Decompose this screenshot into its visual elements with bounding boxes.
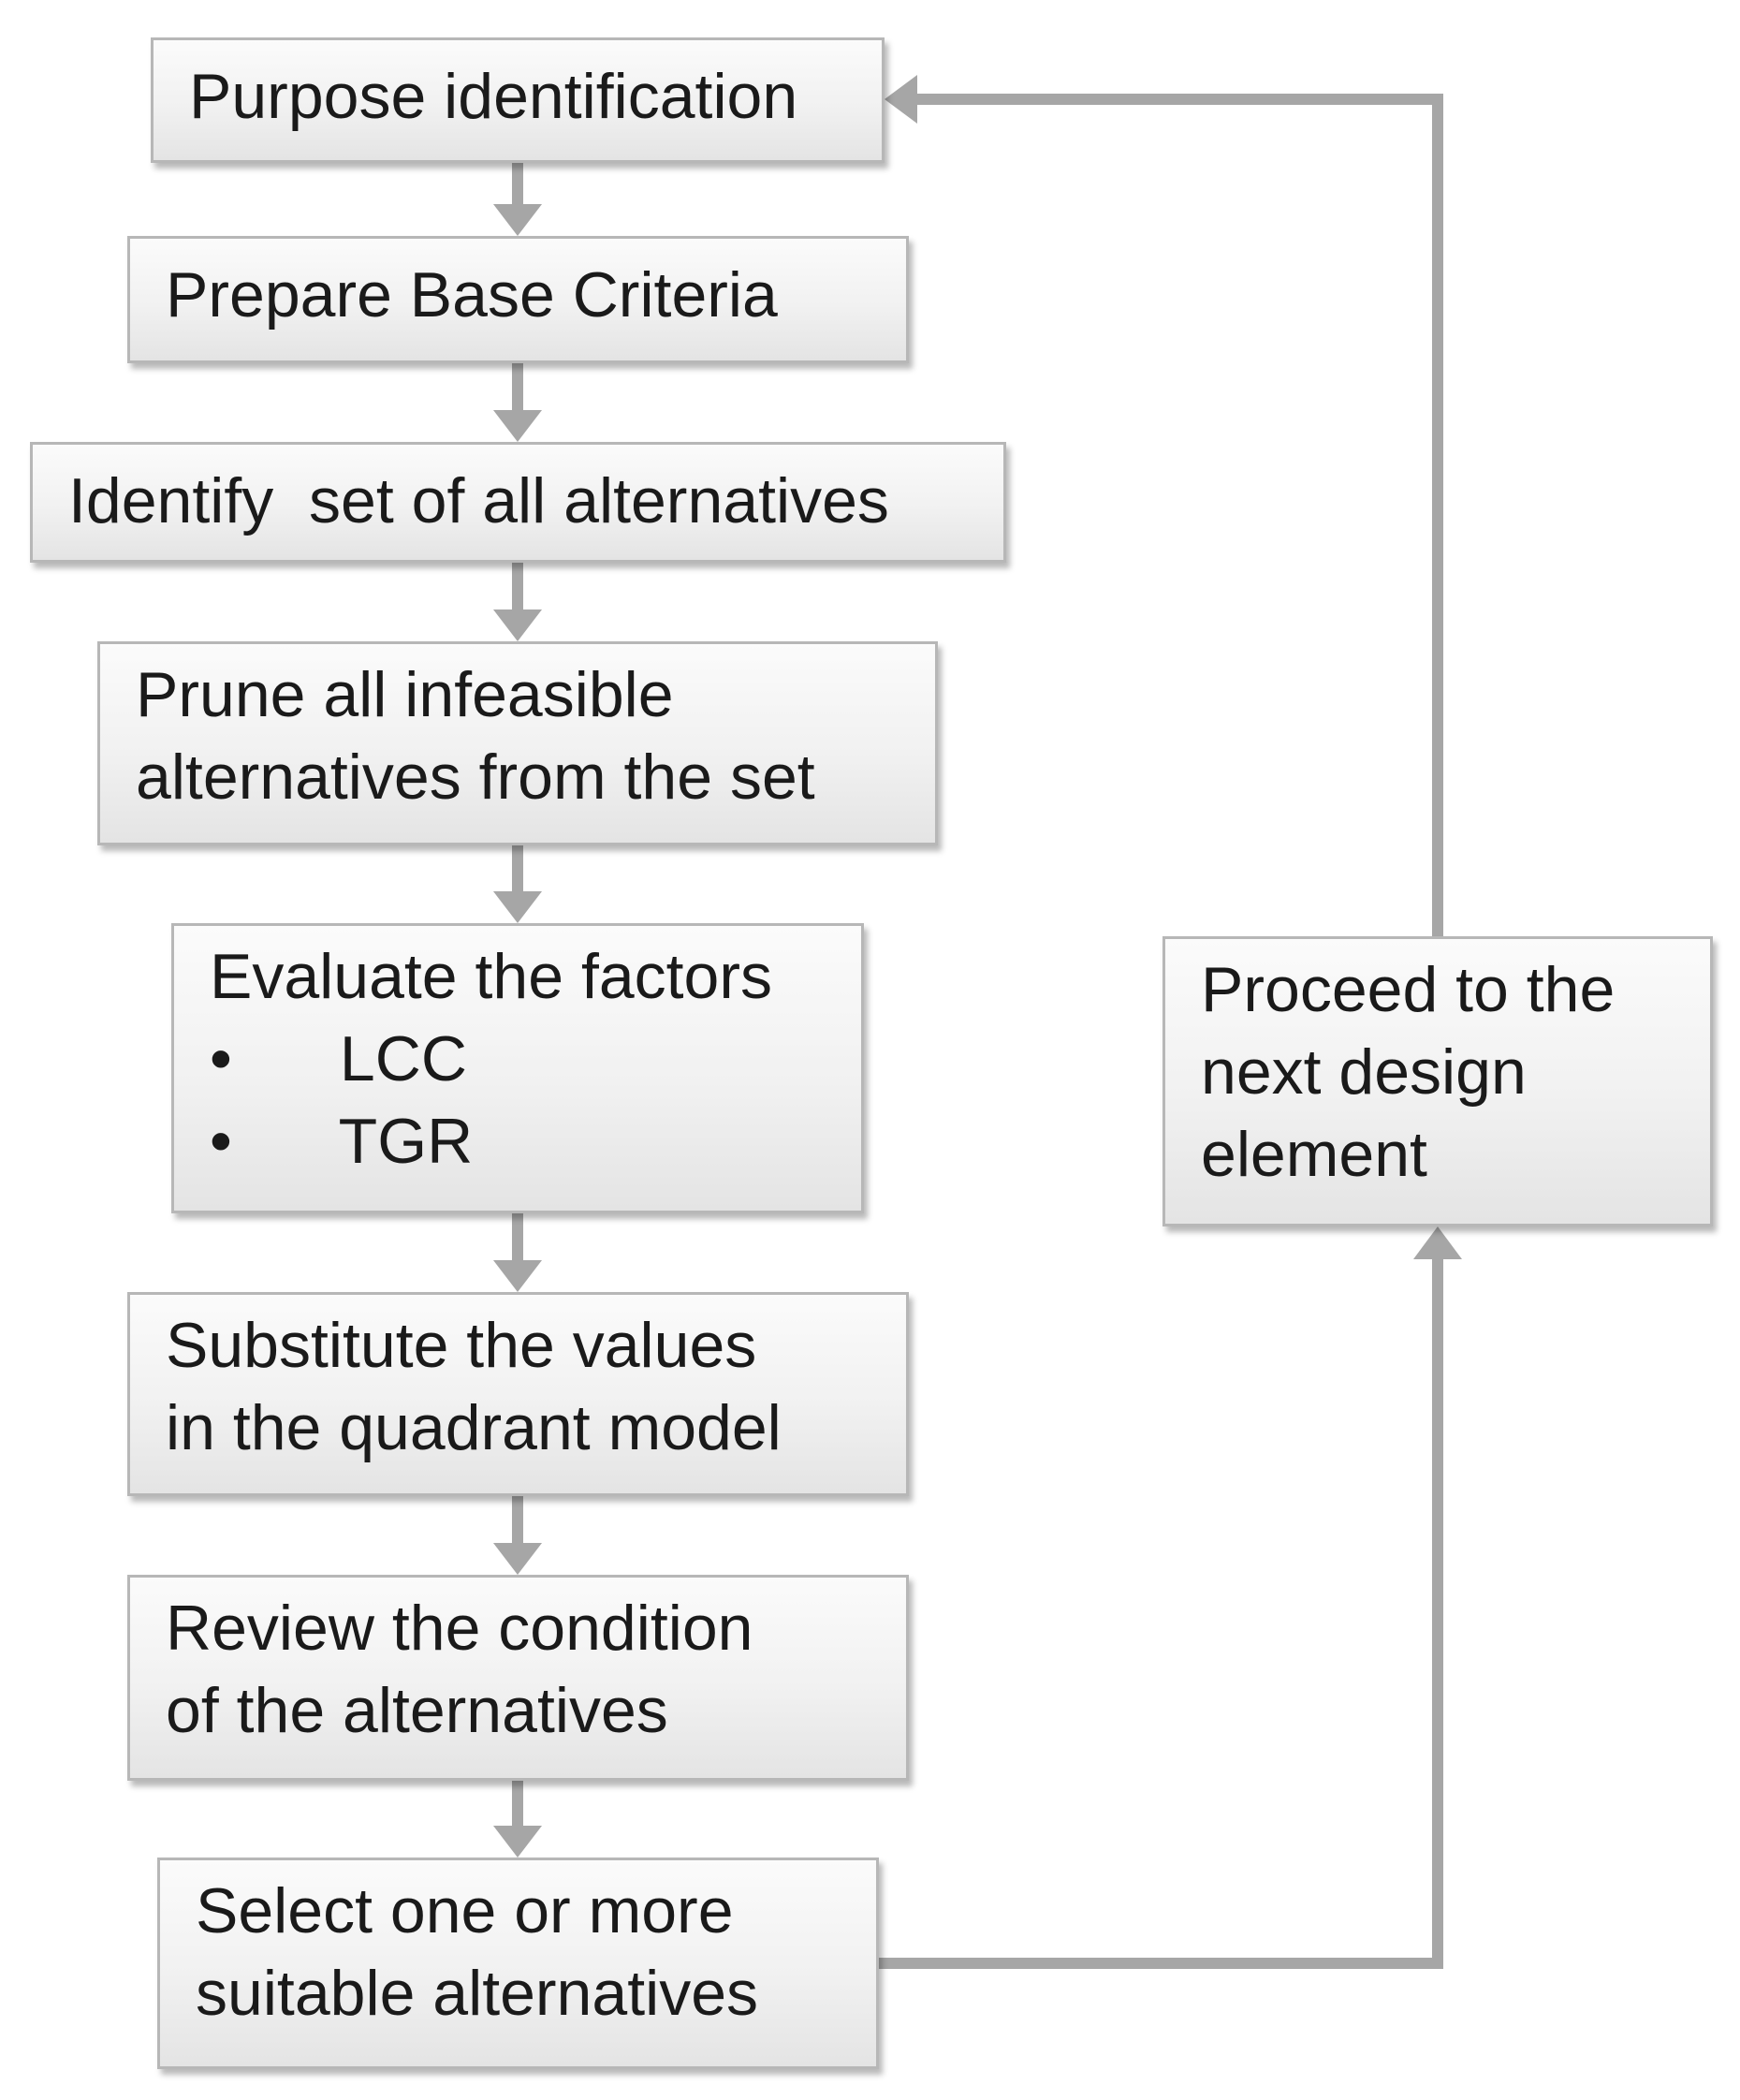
step-label-line-3: element — [1201, 1119, 1427, 1190]
factor-label: TGR — [338, 1106, 474, 1177]
step-label-line-1: Prune all infeasible — [136, 659, 674, 730]
down-arrow-head — [493, 410, 542, 442]
step-evaluate-factors: Evaluate the factors • LCC • TGR — [171, 923, 864, 1213]
step-label-line-1: Proceed to the — [1201, 954, 1616, 1025]
factor-label: LCC — [339, 1023, 467, 1094]
step-prune-infeasible: Prune all infeasible alternatives from t… — [97, 641, 938, 845]
bullet: • — [210, 1023, 232, 1094]
step-label: Prepare Base Criteria — [166, 259, 778, 330]
loop-connector — [879, 75, 1462, 1969]
step-label-line-1: Substitute the values — [166, 1310, 757, 1381]
factor-item-lcc: • LCC — [210, 1018, 842, 1100]
step-label-line-2: next design — [1201, 1036, 1527, 1108]
down-arrows — [493, 163, 542, 1858]
down-arrow-head — [493, 1260, 542, 1292]
factor-item-tgr: • TGR — [210, 1100, 842, 1182]
step-label-line-2: in the quadrant model — [166, 1392, 782, 1463]
down-arrow-head — [493, 1826, 542, 1858]
step-label-line-2: of the alternatives — [166, 1675, 668, 1746]
step-label-line-1: Select one or more — [196, 1875, 734, 1946]
step-identify-alternatives: Identify set of all alternatives — [30, 442, 1006, 563]
up-arrow-head — [1413, 1226, 1462, 1259]
down-arrow-head — [493, 609, 542, 641]
step-label: Evaluate the factors — [210, 941, 773, 1012]
down-arrow-head — [493, 1543, 542, 1575]
step-review-condition: Review the condition of the alternatives — [127, 1575, 909, 1781]
loop-segment-to-purpose — [917, 94, 1443, 936]
step-substitute-values: Substitute the values in the quadrant mo… — [127, 1292, 909, 1496]
step-label-line-2: suitable alternatives — [196, 1958, 759, 2029]
step-select-alternatives: Select one or more suitable alternatives — [157, 1858, 879, 2069]
step-prepare-base-criteria: Prepare Base Criteria — [127, 236, 909, 363]
step-label-line-1: Review the condition — [166, 1593, 753, 1664]
left-arrow-head — [885, 75, 917, 124]
step-proceed-next-element: Proceed to the next design element — [1162, 936, 1713, 1226]
loop-segment-to-proceed — [879, 1259, 1443, 1969]
step-label-line-2: alternatives from the set — [136, 742, 815, 813]
down-arrow-head — [493, 204, 542, 236]
down-arrow-head — [493, 891, 542, 923]
step-purpose-identification: Purpose identification — [151, 37, 885, 163]
step-label: Purpose identification — [189, 61, 798, 132]
step-label: Identify set of all alternatives — [68, 465, 889, 536]
bullet: • — [210, 1106, 232, 1177]
